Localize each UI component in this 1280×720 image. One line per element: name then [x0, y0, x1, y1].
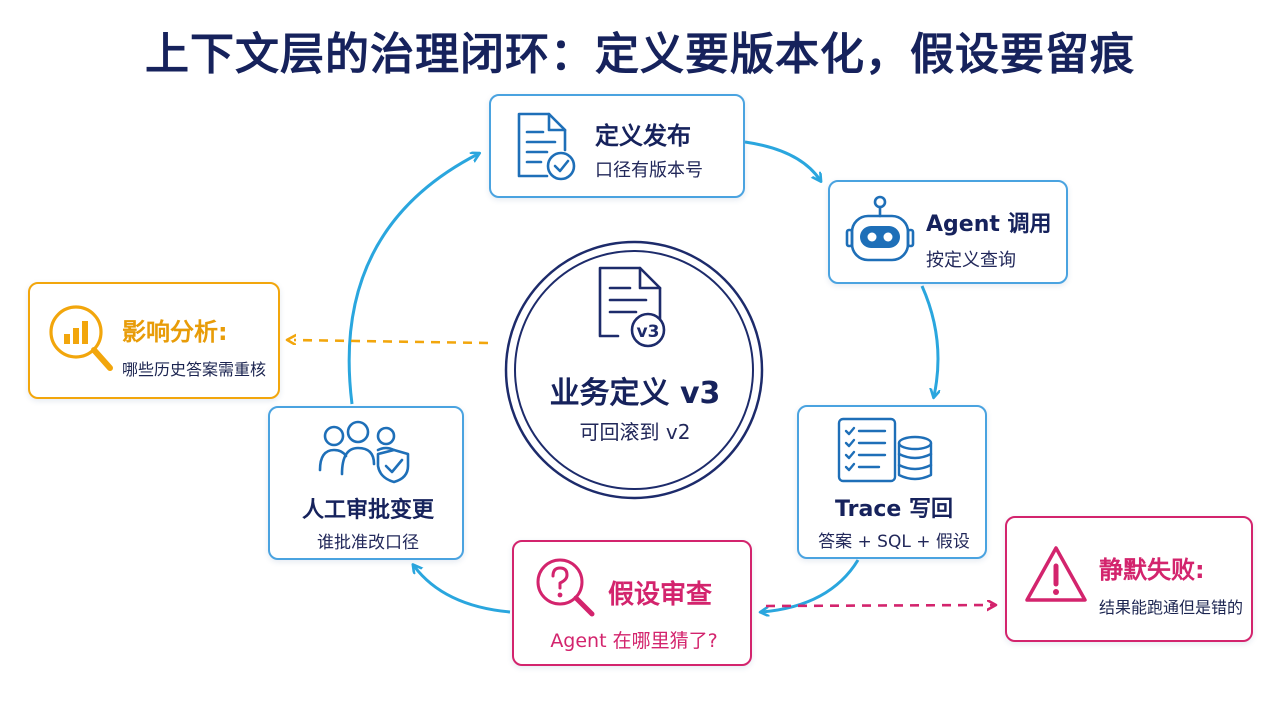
impact-analysis-subtitle: 哪些历史答案需重核 [122, 360, 267, 379]
silent-failure-title: 静默失败: [1099, 556, 1205, 584]
list-database-icon [837, 417, 933, 483]
chart-magnifier-icon [49, 305, 113, 371]
step-human-card: 人工审批变更 谁批准改口径 [268, 406, 464, 560]
step-assumption-title: 假设审查 [608, 580, 713, 610]
impact-analysis-title: 影响分析: [122, 318, 228, 346]
center-subtitle: 可回滚到 v2 [579, 420, 691, 444]
step-definition-title: 定义发布 [595, 122, 691, 150]
arrow-center-to-impact [294, 340, 489, 343]
step-trace-card: Trace 写回 答案 + SQL + 假设 [797, 405, 987, 559]
step-agent-title: Agent 调用 [926, 212, 1052, 237]
step-trace-title: Trace 写回 [835, 497, 953, 522]
document-version-icon [598, 266, 666, 348]
question-search-icon [536, 558, 595, 617]
center-title: 业务定义 v3 [549, 376, 721, 411]
impact-analysis-card: 影响分析: 哪些历史答案需重核 [28, 282, 280, 399]
arrow-definition-to-agent [744, 140, 820, 180]
users-shield-icon [318, 420, 410, 484]
silent-failure-subtitle: 结果能跑通但是错的 [1099, 598, 1244, 617]
step-definition-card: 定义发布 口径有版本号 [489, 94, 745, 198]
step-trace-subtitle: 答案 + SQL + 假设 [818, 532, 970, 552]
robot-icon [845, 195, 915, 262]
arrow-trace-to-assumption [762, 559, 860, 612]
arrow-assumption-to-human [414, 566, 511, 614]
center-circle [504, 240, 764, 500]
step-assumption-subtitle: Agent 在哪里猜了? [550, 630, 718, 652]
silent-failure-card: 静默失败: 结果能跑通但是错的 [1005, 516, 1253, 642]
step-agent-card: Agent 调用 按定义查询 [828, 180, 1068, 284]
diagram-title: 上下文层的治理闭环：定义要版本化，假设要留痕 [145, 29, 1135, 80]
step-definition-subtitle: 口径有版本号 [595, 160, 703, 181]
arrow-agent-to-trace [920, 285, 938, 396]
step-human-subtitle: 谁批准改口径 [317, 533, 419, 553]
step-assumption-card: 假设审查 Agent 在哪里猜了? [512, 540, 752, 666]
document-check-icon [517, 112, 576, 181]
step-agent-subtitle: 按定义查询 [926, 250, 1016, 271]
warning-triangle-icon [1025, 546, 1087, 602]
arrow-human-to-definition [347, 154, 478, 405]
center-badge-label: v3 [637, 322, 660, 342]
arrow-assumption-to-silent-failure [765, 605, 994, 606]
step-human-title: 人工审批变更 [301, 498, 434, 523]
